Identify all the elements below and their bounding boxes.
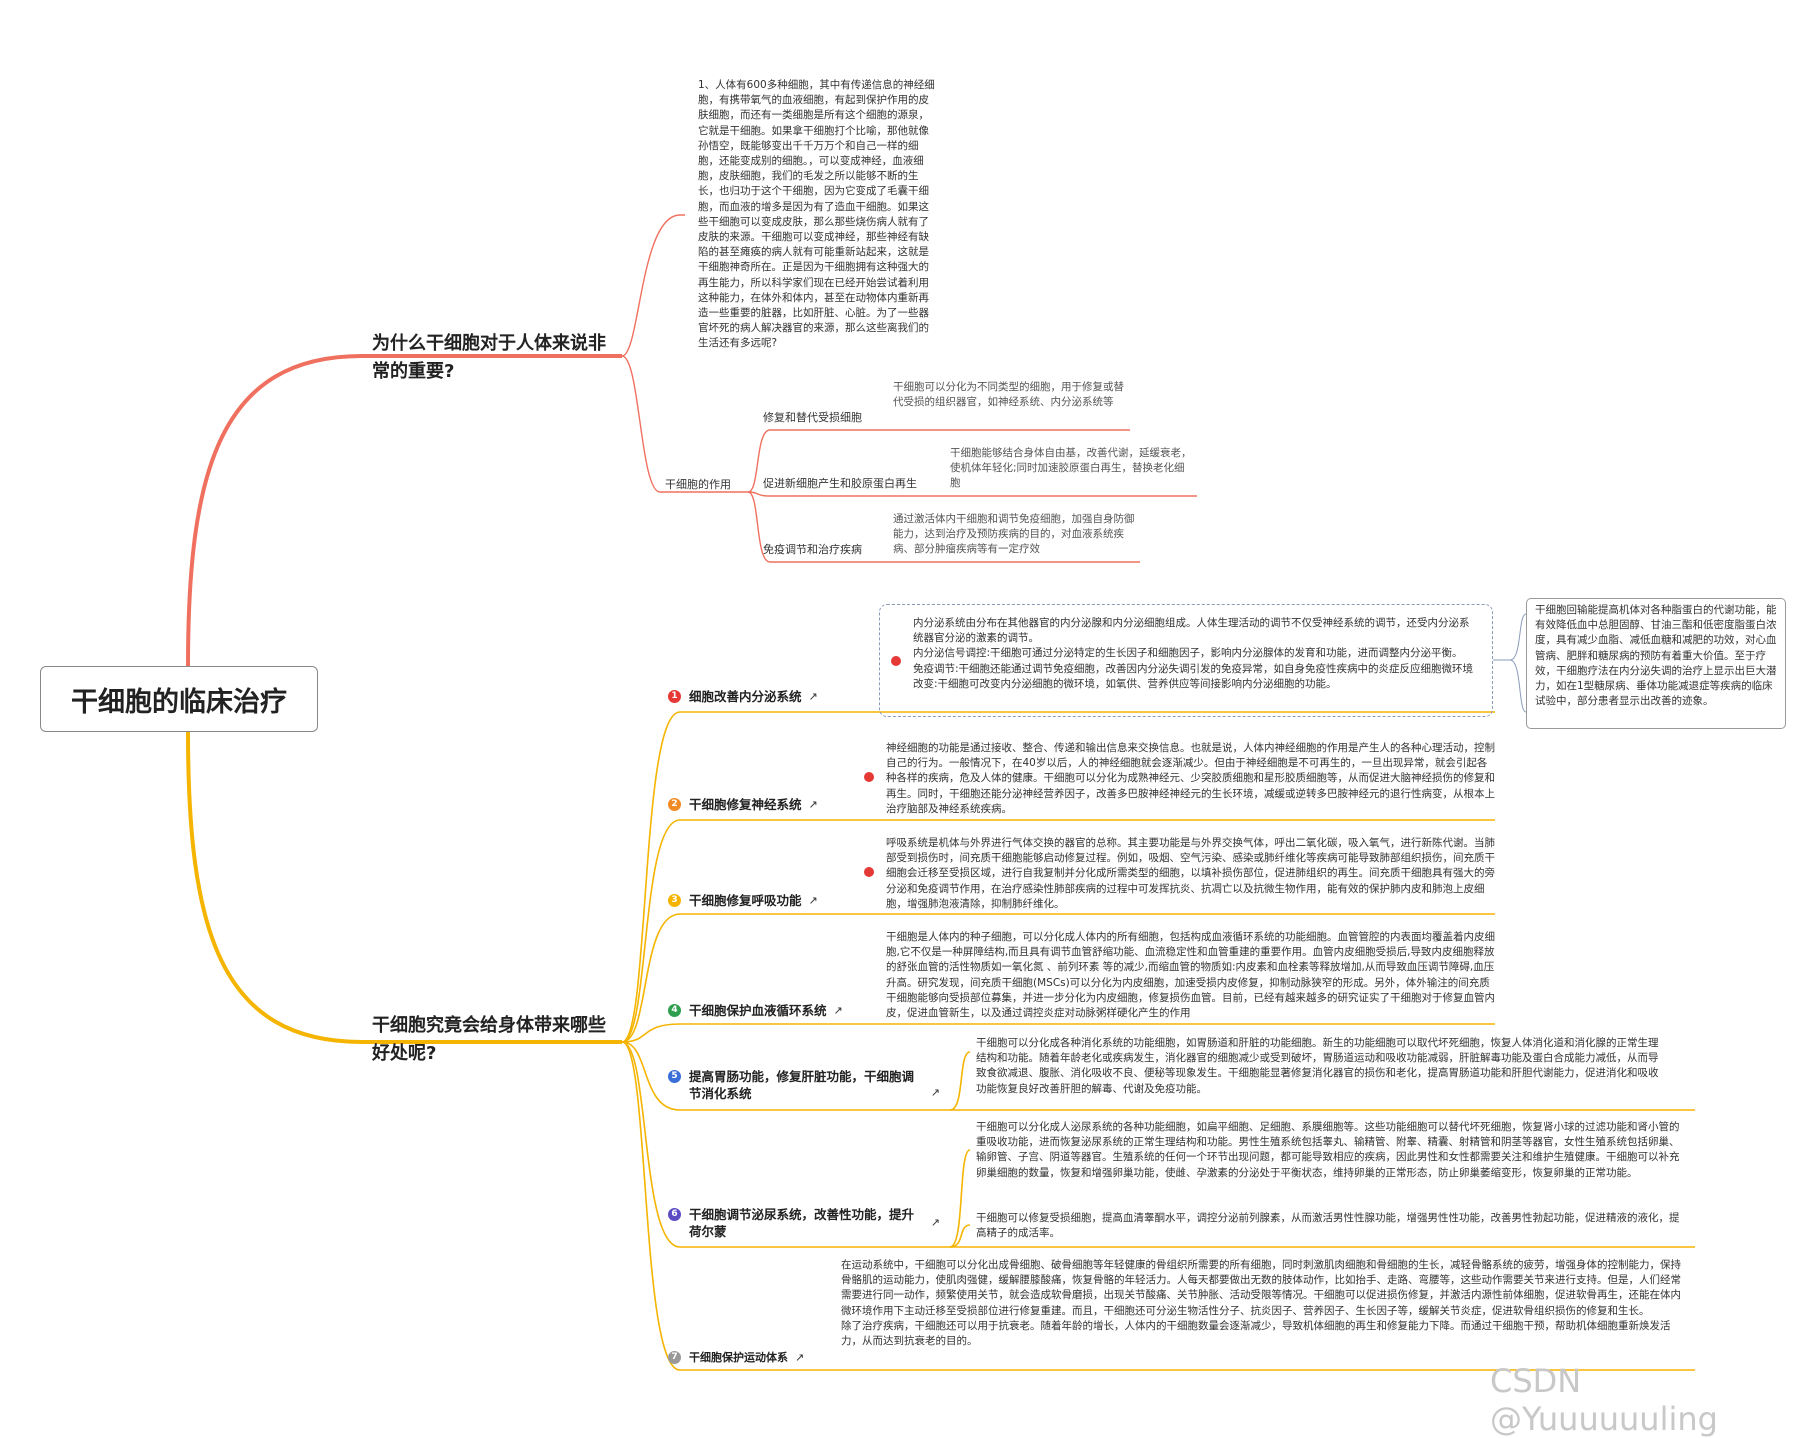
external-link-icon[interactable]: ↗: [808, 798, 818, 811]
benefit-item-6-text: 干细胞可以分化成人泌尿系统的各种功能细胞，如扁平细胞、足细胞、系膜细胞等。这些功…: [976, 1121, 1680, 1179]
benefit-item-7[interactable]: 7 干细胞保护运动体系 ↗: [668, 1349, 804, 1366]
role-label[interactable]: 干细胞的作用: [665, 478, 731, 491]
benefit-item-4-text: 干细胞是人体内的种子细胞，可以分化成人体内的所有细胞，包括构成血液循环系统的功能…: [886, 931, 1495, 1020]
branch-line-1: [186, 354, 622, 667]
benefit-item-6[interactable]: 6 干细胞调节泌尿系统，改善性功能，提升荷尔蒙 ↗: [668, 1206, 940, 1240]
number-badge-6: 6: [668, 1208, 681, 1221]
watermark: CSDN @Yuuuuuuling: [1490, 1362, 1718, 1438]
benefit-item-5-label: 提高胃肠功能，修复肝脏功能，干细胞调节消化系统: [689, 1069, 915, 1101]
benefit-item-2-label: 干细胞修复神经系统: [689, 797, 802, 812]
branch-line-2: [186, 731, 622, 1044]
benefit-item-3-text: 呼吸系统是机体与外界进行气体交换的器官的总称。其主要功能是与外界交换气体，呼出二…: [886, 837, 1495, 910]
benefit-item-4[interactable]: 4 干细胞保护血液循环系统 ↗: [668, 1002, 843, 1019]
role-item-3-text: 通过激活体内干细胞和调节免疫细胞，加强自身防御能力，达到治疗及预防疾病的目的，对…: [893, 513, 1135, 556]
benefit-item-4-label: 干细胞保护血液循环系统: [689, 1003, 827, 1018]
benefit-item-7-label: 干细胞保护运动体系: [689, 1351, 788, 1364]
selection-box: [879, 604, 1493, 717]
benefit-item-1-label: 细胞改善内分泌系统: [689, 689, 802, 704]
marker-dot: [864, 772, 874, 782]
intro-text: 1、人体有600多种细胞，其中有传递信息的神经细胞，有携带氧气的血液细胞，有起到…: [698, 79, 935, 350]
benefit-item-6-text2: 干细胞可以修复受损细胞，提高血清睾酮水平，调控分泌前列腺素，从而激活男性性腺功能…: [976, 1212, 1680, 1240]
number-badge-5: 5: [668, 1070, 681, 1083]
benefit-item-3[interactable]: 3 干细胞修复呼吸功能 ↗: [668, 892, 818, 909]
benefit-item-3-label: 干细胞修复呼吸功能: [689, 893, 802, 908]
marker-dot: [891, 656, 901, 666]
benefit-item-5[interactable]: 5 提高胃肠功能，修复肝脏功能，干细胞调节消化系统 ↗: [668, 1068, 940, 1102]
external-link-icon[interactable]: ↗: [808, 690, 818, 703]
number-badge-2: 2: [668, 798, 681, 811]
external-link-icon[interactable]: ↗: [930, 1216, 940, 1229]
external-link-icon[interactable]: ↗: [795, 1351, 805, 1364]
role-item-1-text: 干细胞可以分化为不同类型的细胞，用于修复或替代受损的组织器官，如神经系统、内分泌…: [893, 381, 1124, 409]
benefit-item-2[interactable]: 2 干细胞修复神经系统 ↗: [668, 796, 818, 813]
benefit-item-1-text: 内分泌系统由分布在其他器官的内分泌腺和内分泌细胞组成。人体生理活动的调节不仅受神…: [913, 617, 1474, 690]
number-badge-3: 3: [668, 894, 681, 907]
role-item-3-label[interactable]: 免疫调节和治疗疾病: [763, 543, 862, 556]
role-item-1-label[interactable]: 修复和替代受损细胞: [763, 411, 862, 424]
number-badge-7: 7: [668, 1351, 681, 1364]
topic-benefits[interactable]: 干细胞究竟会给身体带来哪些好处呢?: [372, 1015, 606, 1064]
number-badge-1: 1: [668, 690, 681, 703]
benefit-item-5-text: 干细胞可以分化成各种消化系统的功能细胞，如胃肠道和肝脏的功能细胞。新生的功能细胞…: [976, 1037, 1659, 1095]
benefit-item-1-note: 干细胞回输能提高机体对各种脂蛋白的代谢功能，能有效降低血中总胆固醇、甘油三酯和低…: [1526, 598, 1786, 729]
benefit-item-1[interactable]: 1 细胞改善内分泌系统 ↗: [668, 688, 818, 705]
external-link-icon[interactable]: ↗: [833, 1004, 843, 1017]
role-item-2-text: 干细胞能够结合身体自由基，改善代谢，延缓衰老，使机体年轻化;同时加速胶原蛋白再生…: [950, 447, 1192, 490]
external-link-icon[interactable]: ↗: [808, 894, 818, 907]
benefit-item-6-label: 干细胞调节泌尿系统，改善性功能，提升荷尔蒙: [689, 1207, 915, 1239]
role-item-2-label[interactable]: 促进新细胞产生和胶原蛋白再生: [763, 477, 917, 490]
benefit-item-2-text: 神经细胞的功能是通过接收、整合、传递和输出信息来交换信息。也就是说，人体内神经细…: [886, 742, 1495, 815]
benefit-item-7-text: 在运动系统中，干细胞可以分化出成骨细胞、破骨细胞等年轻健康的骨组织所需要的所有细…: [841, 1259, 1681, 1348]
marker-dot: [864, 867, 874, 877]
external-link-icon[interactable]: ↗: [930, 1086, 940, 1099]
central-topic[interactable]: 干细胞的临床治疗: [40, 666, 318, 732]
number-badge-4: 4: [668, 1004, 681, 1017]
topic-why-important[interactable]: 为什么干细胞对于人体来说非常的重要?: [372, 333, 606, 382]
